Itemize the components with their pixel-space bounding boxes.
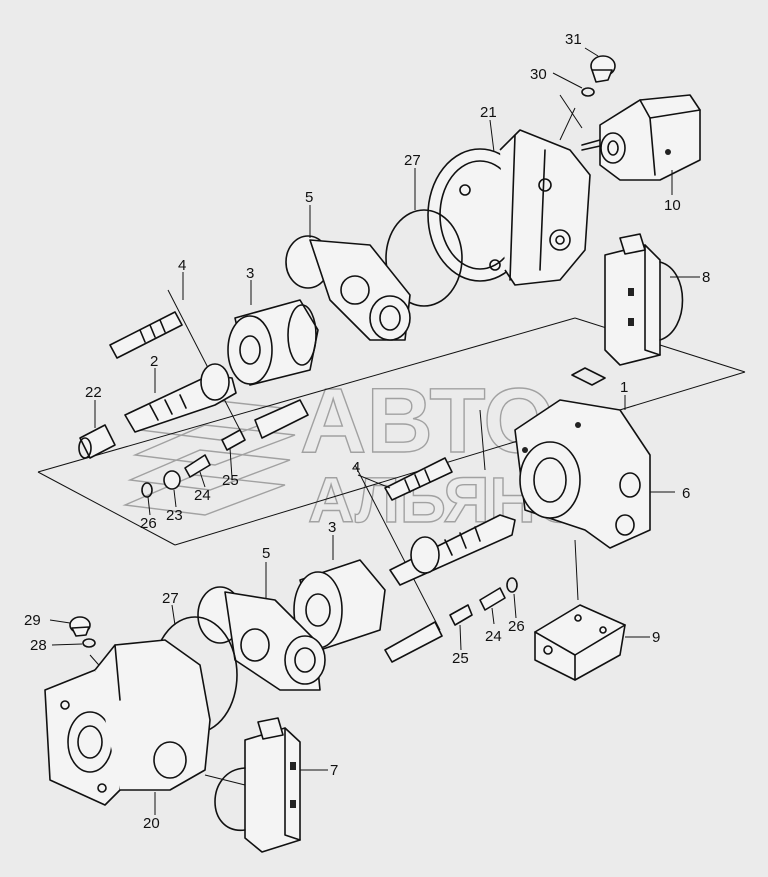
callout-20: 20 (143, 815, 160, 832)
part-1-gasket (571, 367, 606, 386)
callout-9: 9 (652, 629, 660, 646)
callout-21: 21 (480, 104, 497, 121)
part-4-spline-shaft-lower (384, 457, 453, 501)
callout-7: 7 (330, 762, 338, 779)
callout-25-lower: 25 (452, 650, 469, 667)
callout-8: 8 (702, 269, 710, 286)
callout-26-lower: 26 (508, 618, 525, 635)
callout-24-lower: 24 (485, 628, 502, 645)
callout-22: 22 (85, 384, 102, 401)
part-24-valve-lower (479, 587, 506, 611)
part-3-cylinder-block-upper (227, 299, 319, 386)
part-31-plug (590, 55, 616, 83)
callout-4-lower: 4 (352, 459, 360, 476)
part-24-valve-upper (184, 454, 211, 478)
callout-28: 28 (30, 637, 47, 654)
callout-26-upper: 26 (140, 515, 157, 532)
callout-25-upper: 25 (222, 472, 239, 489)
part-spool-upper (254, 399, 309, 439)
callout-2: 2 (150, 353, 158, 370)
part-22-bushing (78, 424, 116, 459)
part-5-swashplate-upper (285, 235, 411, 341)
part-25-pin-upper (221, 429, 246, 451)
part-26-oring-lower (506, 577, 518, 593)
callout-23: 23 (166, 507, 183, 524)
callout-4-upper: 4 (178, 257, 186, 274)
callout-1: 1 (620, 379, 628, 396)
part-26-oring-upper (141, 482, 153, 498)
part-3-cylinder-block-lower (293, 559, 386, 651)
callout-10: 10 (664, 197, 681, 214)
part-20-housing-lower (44, 639, 211, 806)
part-4-spline-shaft-upper (109, 311, 183, 359)
part-23-ring-upper (163, 470, 181, 490)
part-spool-lower (384, 621, 443, 663)
part-29-plug-lower (69, 616, 91, 637)
callout-6: 6 (682, 485, 690, 502)
part-25-pin-lower (449, 604, 473, 626)
part-2-drive-shaft (124, 363, 237, 433)
callout-27-upper: 27 (404, 152, 421, 169)
part-8-valve-block (604, 233, 684, 366)
callout-24-upper: 24 (194, 487, 211, 504)
callout-5-upper: 5 (305, 189, 313, 206)
callout-29: 29 (24, 612, 41, 629)
callout-3-upper: 3 (246, 265, 254, 282)
part-9-subplate (534, 604, 626, 681)
part-6-end-cover (514, 399, 651, 549)
part-30-oring (581, 87, 595, 97)
callout-27-lower: 27 (162, 590, 179, 607)
callout-5-lower: 5 (262, 545, 270, 562)
part-7-valve-block-lower (214, 717, 301, 853)
watermark-line1: АВТО (300, 370, 555, 472)
part-27-gasket-upper (385, 209, 463, 307)
callout-30: 30 (530, 66, 547, 83)
part-drive-shaft-lower (389, 514, 516, 586)
part-28-ring-lower (82, 638, 96, 648)
part-10-gear-pump (581, 94, 701, 181)
callout-labels: 31 30 21 27 10 5 4 3 8 2 22 1 24 25 26 2… (24, 31, 710, 832)
leader-lines (49, 47, 700, 815)
part-5-swashplate-lower (197, 586, 326, 691)
callout-3-lower: 3 (328, 519, 336, 536)
part-21-housing (427, 129, 591, 286)
callout-31: 31 (565, 31, 582, 48)
